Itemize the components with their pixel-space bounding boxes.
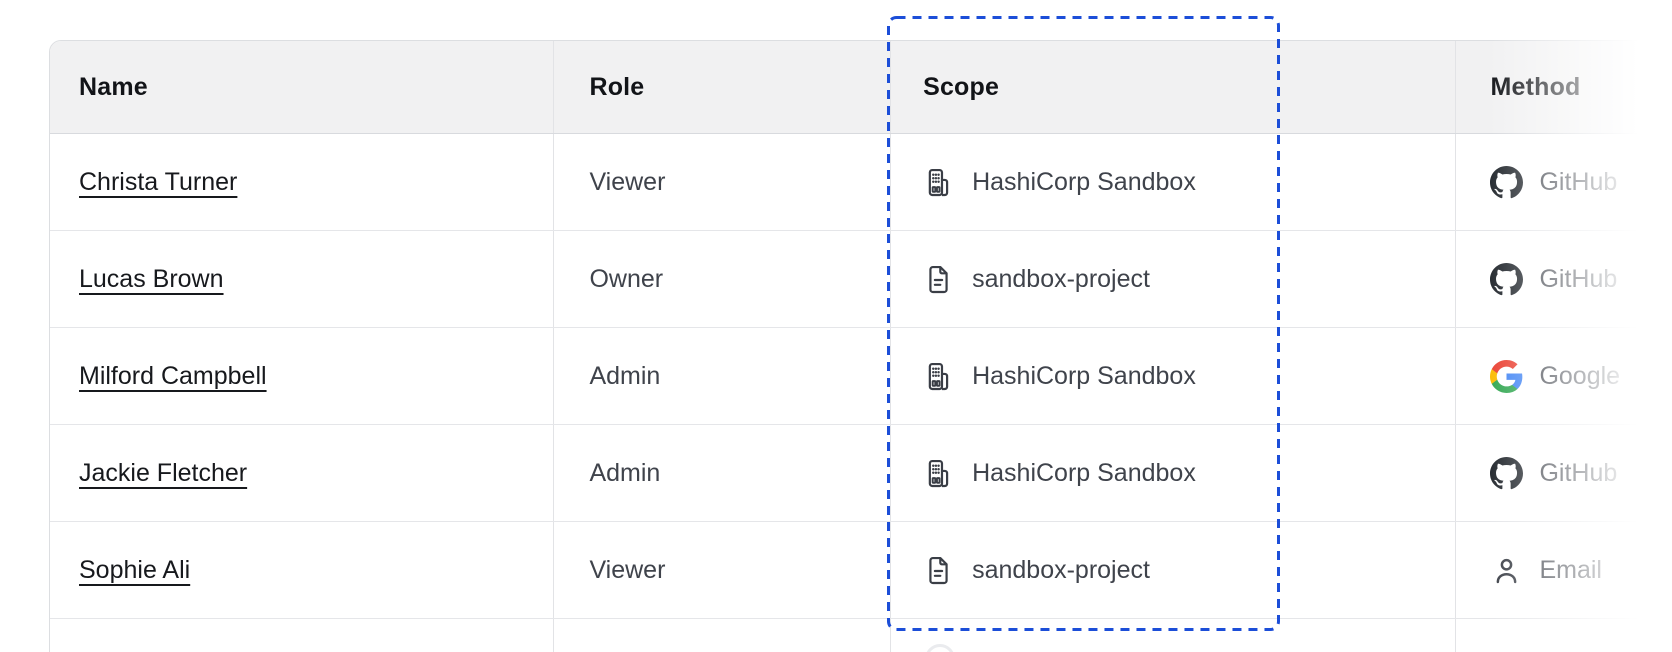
member-scope: HashiCorp Sandbox	[972, 361, 1196, 390]
member-name-link[interactable]: Milford Campbell	[79, 361, 267, 390]
column-header-method: Method	[1455, 41, 1672, 133]
table-row: Christa Turner Viewer HashiCorp Sandbox …	[50, 134, 1672, 231]
member-scope: HashiCorp Sandbox	[972, 167, 1196, 196]
member-method: Google	[1539, 361, 1621, 390]
table-row: Milford Campbell Admin HashiCorp Sandbox…	[50, 328, 1672, 425]
member-method: Email	[1539, 555, 1602, 584]
google-icon	[1490, 360, 1523, 393]
member-role: Viewer	[589, 555, 666, 584]
user-icon	[1490, 554, 1523, 587]
table-body: Christa Turner Viewer HashiCorp Sandbox …	[50, 134, 1672, 652]
table-row-partial	[50, 619, 1672, 652]
building-icon	[923, 361, 954, 392]
members-table: Name Role Scope Method Christa Turner Vi…	[49, 40, 1672, 652]
member-name-link[interactable]: Jackie Fletcher	[79, 458, 248, 487]
table-row: Sophie Ali Viewer sandbox-project Email	[50, 522, 1672, 619]
column-header-scope: Scope	[890, 41, 1455, 133]
building-icon	[923, 458, 954, 489]
github-icon	[1490, 263, 1523, 296]
member-scope: sandbox-project	[972, 264, 1150, 293]
github-icon	[1490, 457, 1523, 490]
file-icon	[923, 555, 954, 586]
member-method: GitHub	[1539, 458, 1618, 487]
member-name-link[interactable]: Sophie Ali	[79, 555, 191, 584]
member-role: Admin	[589, 361, 661, 390]
member-role: Viewer	[589, 167, 666, 196]
member-scope: HashiCorp Sandbox	[972, 458, 1196, 487]
building-icon	[923, 167, 954, 198]
table-row: Lucas Brown Owner sandbox-project GitHub	[50, 231, 1672, 328]
member-method: GitHub	[1539, 264, 1618, 293]
member-name-link[interactable]: Christa Turner	[79, 167, 238, 196]
member-role: Admin	[589, 458, 661, 487]
table-header-row: Name Role Scope Method	[50, 41, 1672, 134]
column-header-name: Name	[79, 72, 148, 101]
file-icon	[923, 264, 954, 295]
table-row: Jackie Fletcher Admin HashiCorp Sandbox …	[50, 425, 1672, 522]
member-scope: sandbox-project	[972, 555, 1150, 584]
column-header-role: Role	[553, 41, 890, 133]
member-name-link[interactable]: Lucas Brown	[79, 264, 224, 293]
github-icon	[1490, 166, 1523, 199]
member-role: Owner	[589, 264, 664, 293]
member-method: GitHub	[1539, 167, 1618, 196]
